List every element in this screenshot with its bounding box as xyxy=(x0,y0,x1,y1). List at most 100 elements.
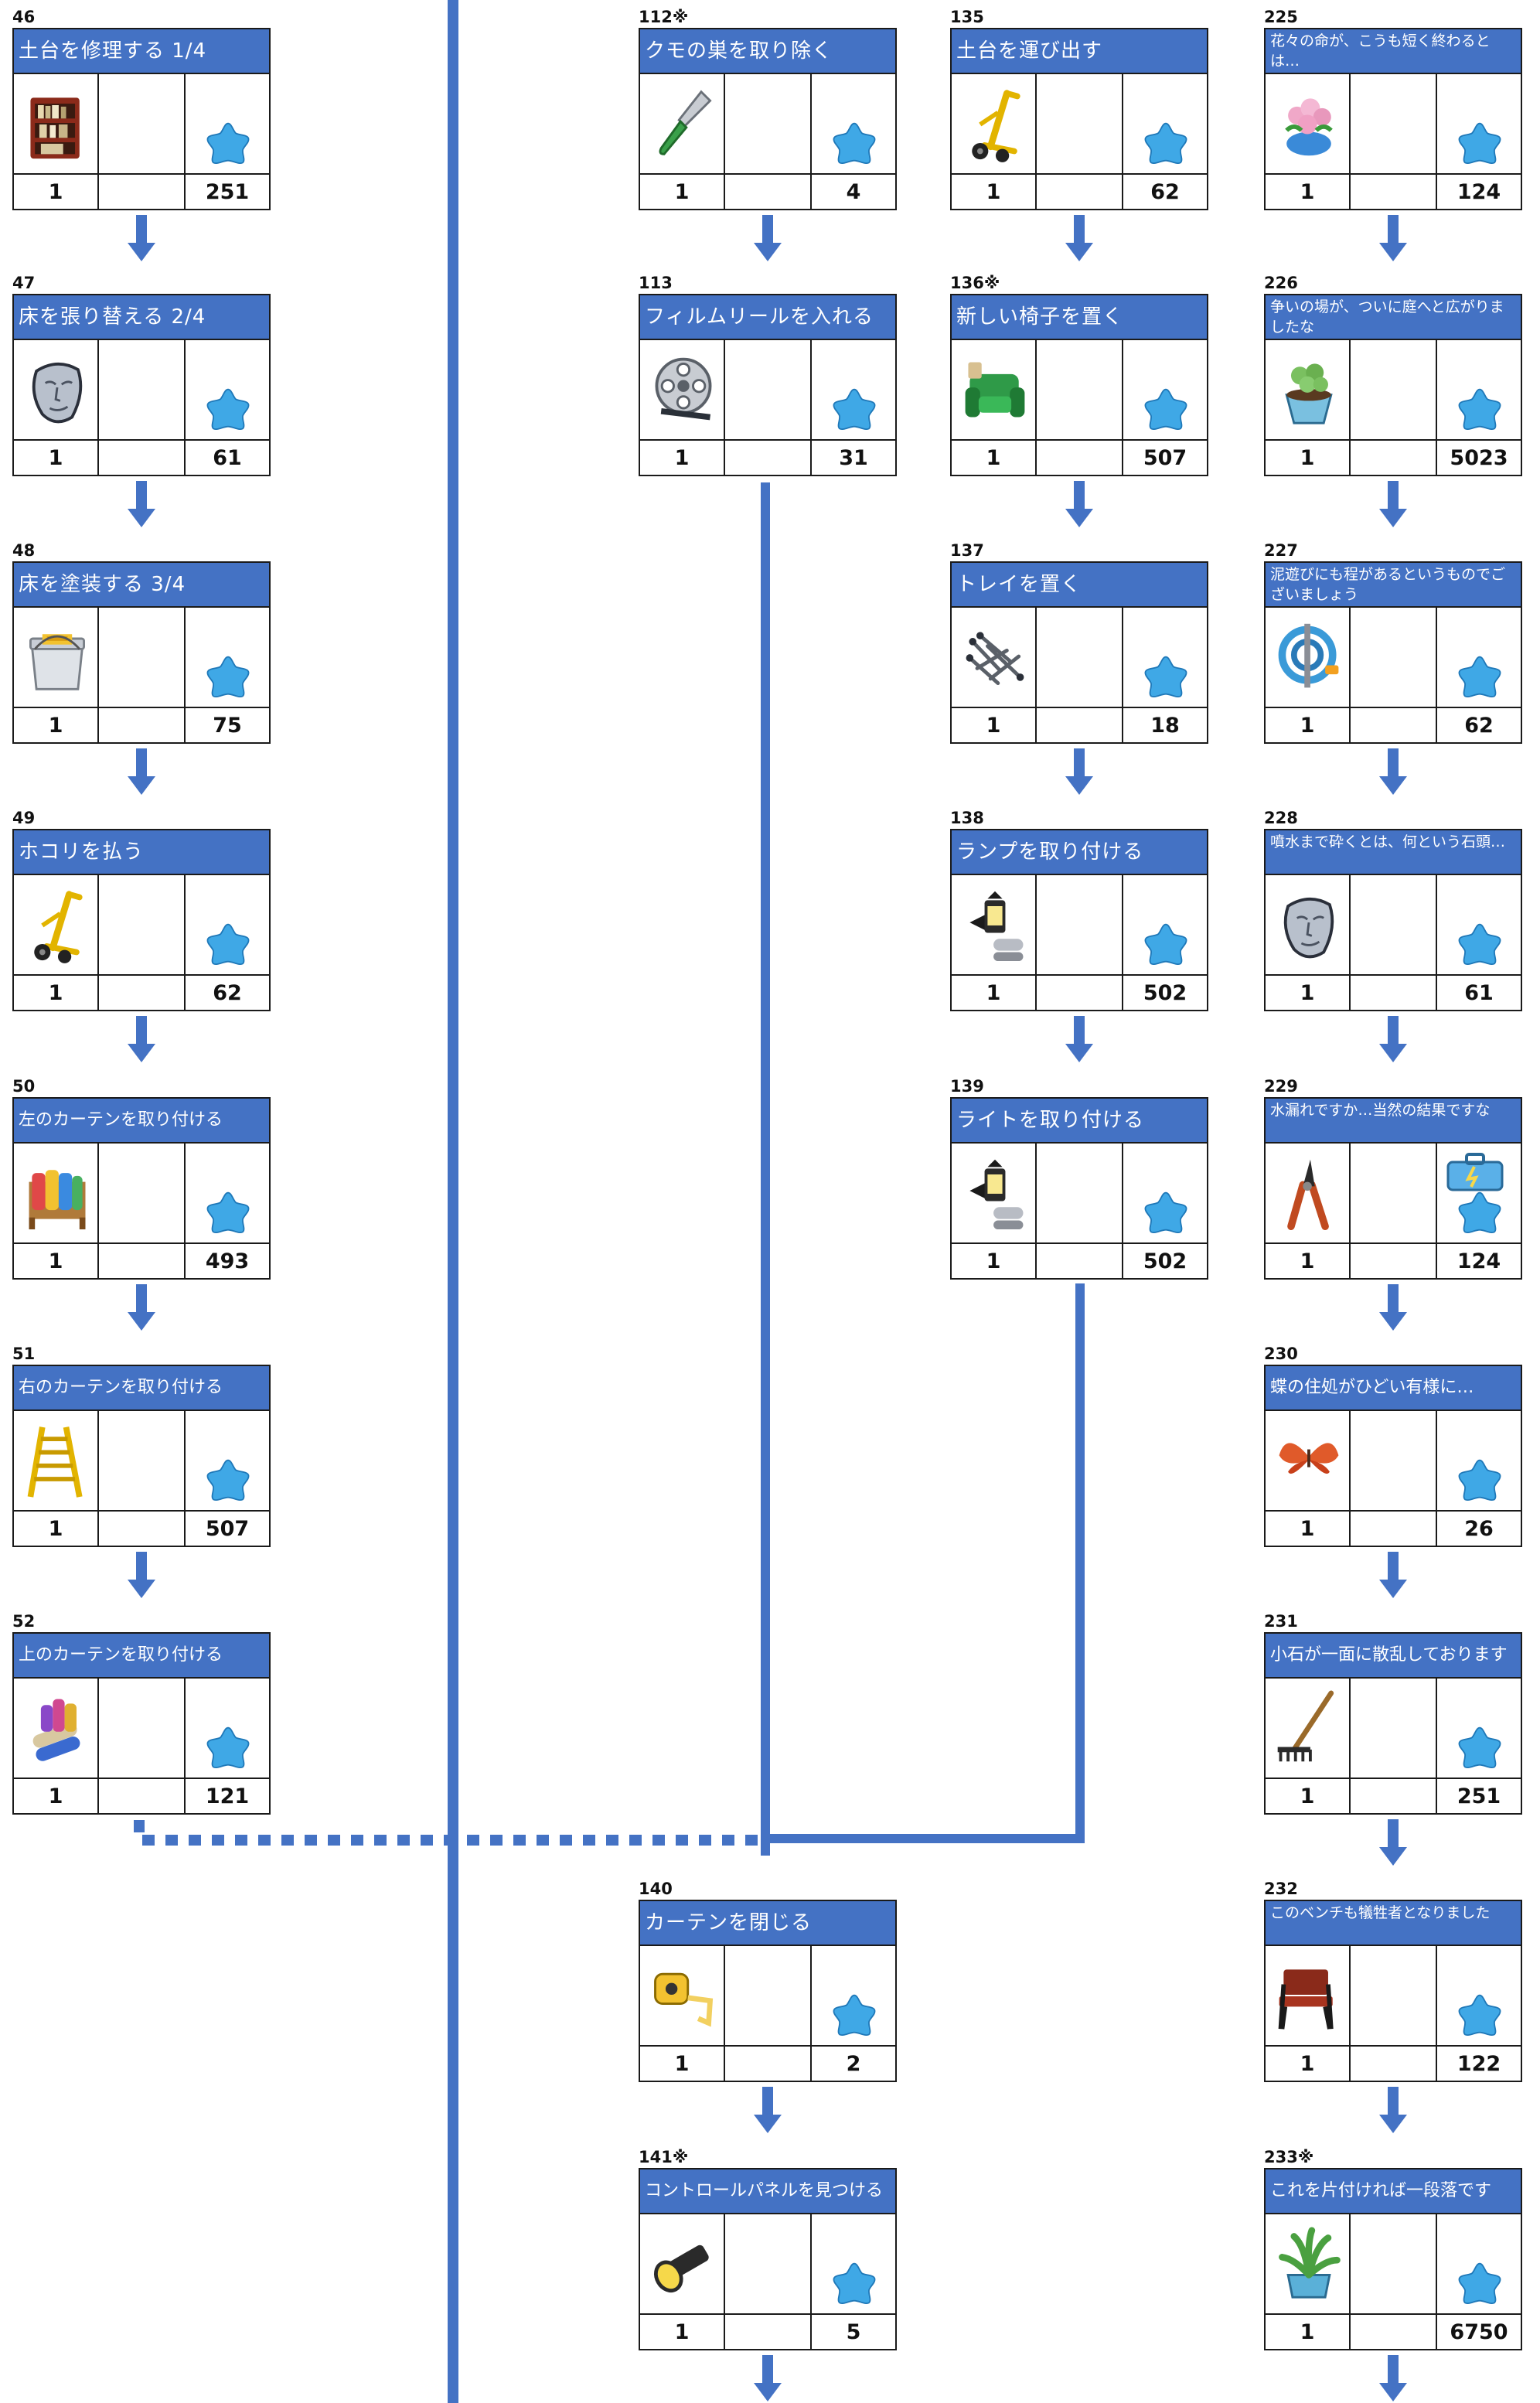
connector-lines xyxy=(134,0,1085,2403)
task-number: 47 xyxy=(12,274,36,292)
task-title: 新しい椅子を置く xyxy=(952,295,1207,339)
extra-value xyxy=(99,175,186,209)
star-icon xyxy=(1144,122,1187,165)
empty-cell xyxy=(99,74,186,173)
item-cell xyxy=(1266,875,1351,974)
item-cell xyxy=(952,74,1037,173)
task-icon-row xyxy=(1266,1142,1521,1242)
task-title: ランプを取り付ける xyxy=(952,830,1207,874)
task-number: 233※ xyxy=(1264,2148,1314,2166)
item-quantity: 1 xyxy=(14,441,99,475)
task-title: 土台を修理する 1/4 xyxy=(14,29,269,73)
task-number: 48 xyxy=(12,541,36,560)
empty-cell xyxy=(1351,1946,1437,2045)
task-icon-row xyxy=(1266,1677,1521,1778)
task-value-row: 1 61 xyxy=(14,439,269,475)
task-number: 228 xyxy=(1264,809,1298,827)
star-cost: 61 xyxy=(213,445,242,470)
down-arrow-icon xyxy=(1379,1552,1407,1598)
empty-cell xyxy=(99,1679,186,1778)
reward-cell xyxy=(186,1411,269,1510)
item-quantity: 1 xyxy=(14,1244,99,1278)
task-number: 139 xyxy=(950,1077,984,1096)
item-quantity: 1 xyxy=(640,2047,725,2081)
star-cost: 121 xyxy=(205,1784,250,1808)
reward-cell xyxy=(812,74,895,173)
item-cell xyxy=(1266,340,1351,439)
task-title: ホコリを払う xyxy=(14,830,269,874)
star-cost: 502 xyxy=(1143,1249,1187,1273)
empty-cell xyxy=(1351,74,1437,173)
nails-icon xyxy=(966,632,1024,685)
down-arrow-icon xyxy=(128,481,155,527)
item-cell xyxy=(14,1411,99,1510)
down-arrow-icon xyxy=(128,215,155,261)
task-title: 小石が一面に散乱しております xyxy=(1266,1634,1521,1677)
item-cell xyxy=(14,608,99,707)
task-title: 水漏れですか…当然の結果ですな xyxy=(1266,1099,1521,1142)
item-cell xyxy=(640,2214,725,2313)
item-quantity: 1 xyxy=(1266,175,1351,209)
star-icon xyxy=(1144,1191,1187,1234)
connector-line-139-140 xyxy=(765,1283,1085,1843)
extra-value xyxy=(1037,175,1123,209)
item-quantity: 1 xyxy=(640,2315,725,2349)
star-cost: 75 xyxy=(213,713,242,738)
task-title: 噴水まで砕くとは、何という石頭… xyxy=(1266,830,1521,874)
down-arrow-icon xyxy=(754,215,782,261)
empty-cell xyxy=(1351,1679,1437,1778)
down-arrow-icon xyxy=(1379,1016,1407,1062)
task-icon-row xyxy=(952,339,1207,439)
reward-cell xyxy=(1123,608,1207,707)
empty-cell xyxy=(1351,1144,1437,1242)
star-cost: 31 xyxy=(839,445,868,470)
star-icon xyxy=(833,388,876,431)
item-quantity: 1 xyxy=(1266,976,1351,1010)
star-cost: 124 xyxy=(1457,1249,1501,1273)
down-arrow-icon xyxy=(128,1552,155,1598)
task-title: 土台を運び出す xyxy=(952,29,1207,73)
star-icon xyxy=(206,1459,250,1501)
task-icon-row xyxy=(14,1677,269,1778)
hand-truck-icon xyxy=(972,90,1020,162)
item-cell xyxy=(952,1144,1037,1242)
item-quantity: 1 xyxy=(952,175,1037,209)
extra-value xyxy=(1351,175,1437,209)
task-number: 113 xyxy=(639,274,673,292)
task-number: 141※ xyxy=(639,2148,689,2166)
item-quantity: 1 xyxy=(1266,2047,1351,2081)
task-title: 床を塗装する 3/4 xyxy=(14,563,269,606)
item-cell xyxy=(1266,1144,1351,1242)
task-title: 右のカーテンを取り付ける xyxy=(14,1366,269,1409)
reward-cell xyxy=(186,875,269,974)
star-icon xyxy=(1458,656,1501,698)
hand-truck-icon xyxy=(34,891,83,963)
item-quantity: 1 xyxy=(14,976,99,1010)
extra-value xyxy=(1351,976,1437,1010)
empty-cell xyxy=(1037,74,1123,173)
